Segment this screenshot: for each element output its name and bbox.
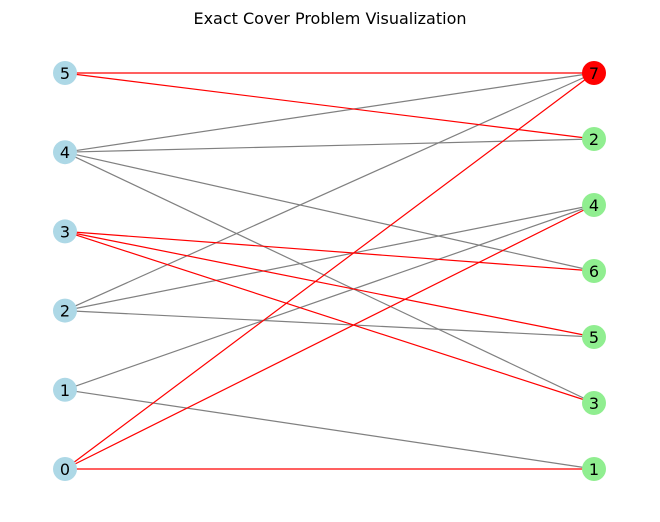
edge-L2-R7 [64,72,595,312]
right-node-7: 7 [582,61,606,85]
edge-L2-R5 [64,310,595,338]
right-node-label: 7 [589,64,599,83]
right-node-label: 4 [589,196,599,215]
left-node-1: 1 [53,377,77,402]
right-node-label: 3 [589,394,599,413]
left-node-label: 4 [60,143,70,162]
edge-L3-R6 [64,230,595,272]
right-node-circle [582,193,606,217]
nodes-layer: 0 1 2 3 4 5 1 3 5 6 4 2 7 [53,61,606,481]
left-node-label: 5 [60,64,70,83]
right-node-label: 2 [589,130,599,149]
left-node-4: 4 [53,140,77,165]
left-node-2: 2 [53,298,77,323]
edge-L1-R4 [64,204,595,391]
figure-title: Exact Cover Problem Visualization [193,9,466,28]
edge-L2-R4 [64,204,595,312]
left-node-label: 1 [60,381,70,400]
left-node-label: 3 [60,222,70,241]
edge-L4-R2 [64,138,595,153]
right-node-label: 5 [589,328,599,347]
right-node-circle [582,127,606,151]
edge-L5-R2 [64,72,595,140]
right-node-label: 1 [589,460,599,479]
left-node-circle [53,377,77,402]
left-node-label: 2 [60,302,70,321]
right-node-5: 5 [582,325,606,349]
right-node-circle [582,259,606,283]
edge-L4-R7 [64,72,595,153]
left-node-circle [53,219,77,244]
right-node-3: 3 [582,391,606,415]
right-node-circle [582,325,606,349]
edge-L0-R7 [64,72,595,470]
edge-L3-R5 [64,230,595,338]
edge-L0-R4 [64,204,595,470]
edge-L4-R3 [64,151,595,404]
right-node-circle [582,457,606,481]
right-node-6: 6 [582,259,606,283]
left-node-0: 0 [53,457,77,481]
right-node-4: 4 [582,193,606,217]
left-node-5: 5 [53,61,77,85]
right-node-circle [582,391,606,415]
right-node-circle [582,61,606,85]
edge-L4-R6 [64,151,595,272]
right-node-2: 2 [582,127,606,151]
left-node-circle [53,61,77,85]
left-node-label: 0 [60,460,70,479]
edges-layer [64,72,595,470]
left-node-3: 3 [53,219,77,244]
left-node-circle [53,298,77,323]
left-node-circle [53,140,77,165]
right-node-label: 6 [589,262,599,281]
left-node-circle [53,457,77,481]
right-node-1: 1 [582,457,606,481]
edge-L3-R3 [64,230,595,404]
